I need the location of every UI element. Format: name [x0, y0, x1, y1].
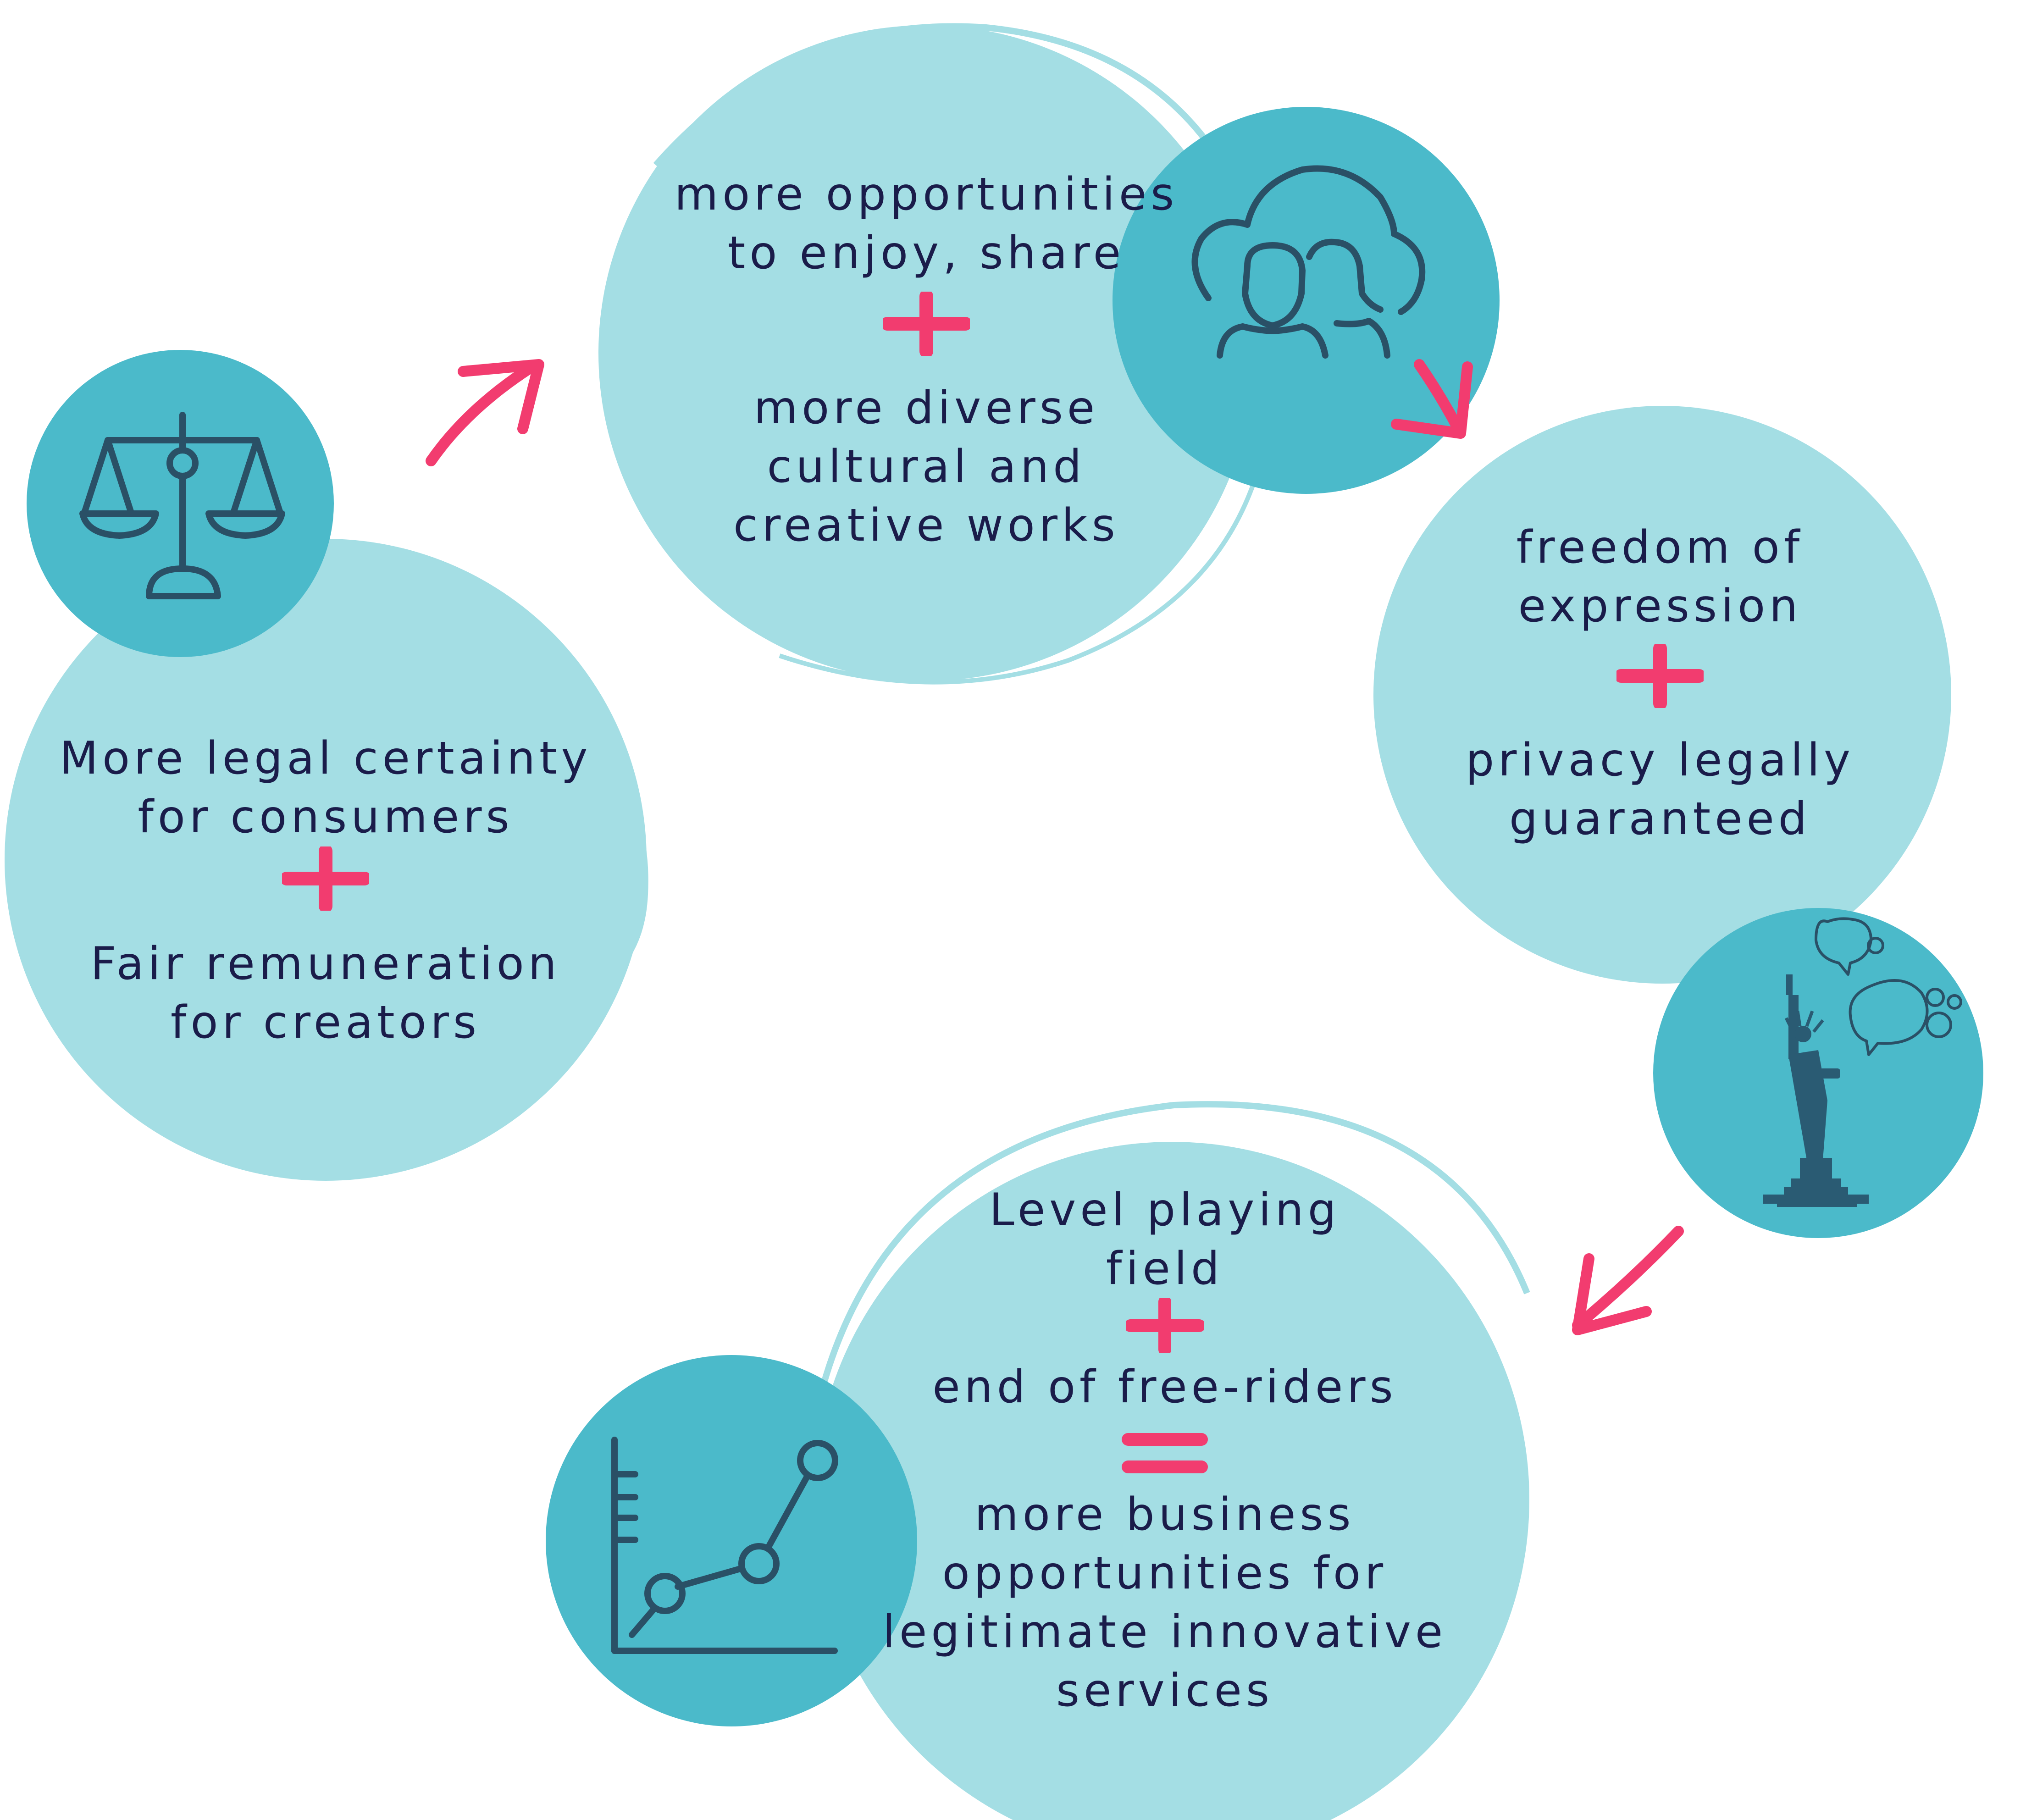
business-line2: field [1106, 1243, 1224, 1295]
arrow-icon [1391, 359, 1473, 439]
scales-of-justice-icon [79, 412, 285, 599]
business-bubble [814, 1142, 1529, 1820]
people-cloud-icon [1191, 165, 1426, 359]
culture-line3: more diverse [753, 382, 1099, 434]
freedom-line2: expression [1518, 580, 1802, 632]
growth-chart-icon [611, 1437, 838, 1654]
freedom-line1: freedom of [1516, 521, 1804, 574]
plus-icon [1385, 644, 1935, 708]
freedom-line4: guaranteed [1509, 793, 1811, 845]
arrow-icon [426, 359, 544, 466]
freedom-text: freedom of expression privacy legally gu… [1385, 518, 1935, 848]
arrow-icon [1572, 1226, 1684, 1335]
statue-of-liberty-icon [1763, 917, 1962, 1207]
consumers-line1: More legal certainty [59, 732, 592, 785]
consumers-line2: for consumers [138, 791, 514, 843]
consumers-text: More legal certainty for consumers Fair … [9, 729, 642, 1052]
business-line1: Level playing [989, 1184, 1340, 1236]
culture-line1: more opportunities [674, 168, 1179, 221]
culture-line4: cultural and [767, 441, 1086, 493]
business-line5: opportunities for [942, 1547, 1388, 1599]
freedom-line3: privacy legally [1465, 734, 1855, 786]
people-icon-bubble [1113, 107, 1500, 494]
business-line3: end of free-riders [932, 1361, 1397, 1413]
consumers-bubble-brush-edge [587, 739, 648, 977]
equals-icon [862, 1426, 1467, 1481]
culture-line2: to enjoy, share [727, 227, 1125, 279]
business-text: Level playing field end of free-riders m… [862, 1181, 1467, 1720]
culture-text: more opportunities to enjoy, share more … [619, 165, 1234, 555]
plus-icon [619, 292, 1234, 356]
business-line6: legitimate innovative [882, 1606, 1447, 1658]
chart-icon-bubble [546, 1355, 917, 1726]
culture-line5: creative works [733, 499, 1119, 552]
business-bubble-brush-ring [818, 1101, 1530, 1395]
plus-icon [9, 846, 642, 911]
culture-bubble-brush-ring-lower [779, 412, 1273, 685]
consumers-line4: for creators [171, 996, 481, 1049]
business-line7: services [1056, 1665, 1274, 1717]
plus-icon [862, 1298, 1467, 1353]
business-line4: more business [974, 1488, 1355, 1541]
consumers-line3: Fair remuneration [90, 938, 561, 990]
